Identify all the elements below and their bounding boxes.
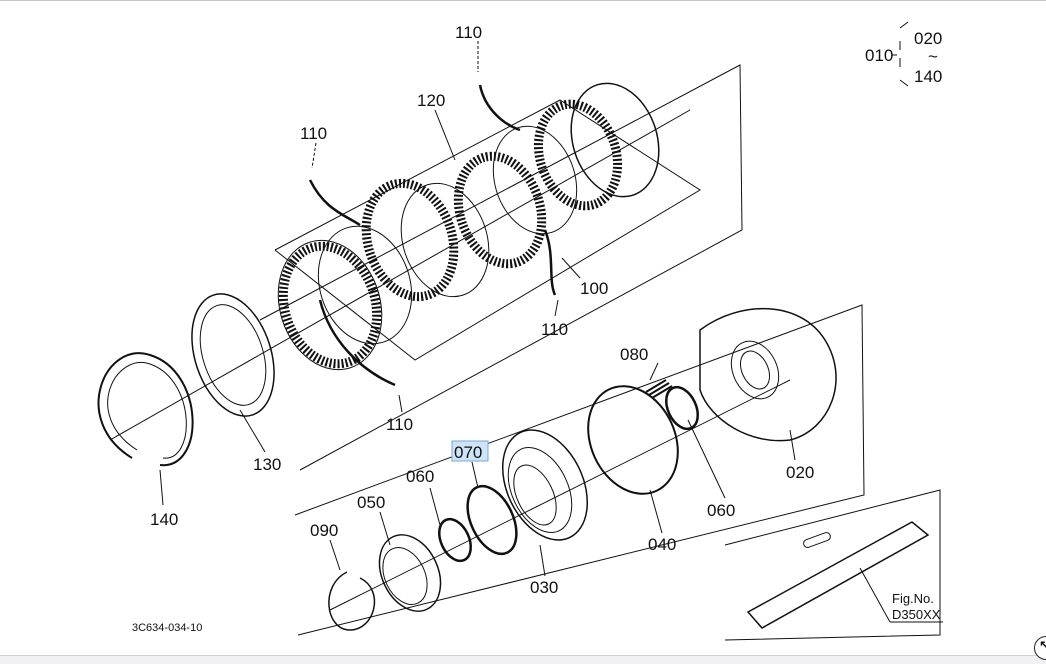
seal-ring-040 xyxy=(587,385,679,495)
assembly-parent: 010 xyxy=(865,46,893,65)
callout-020[interactable]: 020 xyxy=(786,463,814,482)
assembly-range-start: 020 xyxy=(914,29,942,48)
drum-020 xyxy=(699,307,837,442)
steel-plate-3 xyxy=(492,125,578,235)
selection-highlight xyxy=(451,440,489,462)
assembly-range-end: 140 xyxy=(914,67,942,86)
callout-060[interactable]: 060 xyxy=(707,501,735,520)
callout-050[interactable]: 050 xyxy=(357,493,385,512)
callout-080[interactable]: 080 xyxy=(620,345,648,364)
arrow-up-left-icon: ↖ xyxy=(1039,639,1046,654)
figure-label: Fig.No. xyxy=(892,591,934,606)
shaft-frame xyxy=(724,489,941,641)
snap-ring-140 xyxy=(97,352,194,467)
top-border xyxy=(0,0,1046,1)
callout-030[interactable]: 030 xyxy=(530,578,558,597)
callout-110[interactable]: 110 xyxy=(455,23,482,42)
o-ring-060-left xyxy=(438,517,472,563)
figure-number: D350XX xyxy=(892,607,941,622)
steel-plate-2 xyxy=(400,182,490,298)
callout-120[interactable]: 120 xyxy=(417,91,445,110)
callout-140[interactable]: 140 xyxy=(150,510,178,529)
callout-110[interactable]: 110 xyxy=(300,124,327,143)
o-ring-070 xyxy=(466,484,518,556)
callout-090[interactable]: 090 xyxy=(310,521,338,540)
callout-060[interactable]: 060 xyxy=(406,467,434,486)
bottom-bar xyxy=(0,655,1046,664)
axis-line-lower xyxy=(329,379,791,611)
callout-100[interactable]: 100 xyxy=(580,279,608,298)
callout-040[interactable]: 040 xyxy=(648,535,676,554)
piston-030 xyxy=(501,429,589,541)
drawing-number: 3C634-034-10 xyxy=(132,622,202,634)
lower-frame xyxy=(294,304,865,636)
pack-frame xyxy=(259,64,743,471)
callout-130[interactable]: 130 xyxy=(253,455,281,474)
inner-bracket xyxy=(274,99,701,361)
axis-line-upper xyxy=(109,109,691,441)
friction-disc-2 xyxy=(361,178,459,302)
snap-ring-090 xyxy=(328,571,376,631)
plate-130 xyxy=(191,293,275,417)
callout-070-selected[interactable]: 070 xyxy=(454,443,482,462)
seal-050 xyxy=(378,534,442,612)
assembly-range-sep: ~ xyxy=(928,47,938,66)
callout-110[interactable]: 110 xyxy=(541,320,568,339)
friction-disc-4 xyxy=(533,99,623,211)
end-plate-100 xyxy=(570,82,660,198)
spring-080 xyxy=(645,379,673,399)
shaft xyxy=(746,521,930,629)
steel-plate-1 xyxy=(317,225,413,345)
friction-disc-1 xyxy=(277,239,383,371)
callout-110[interactable]: 110 xyxy=(386,415,413,434)
